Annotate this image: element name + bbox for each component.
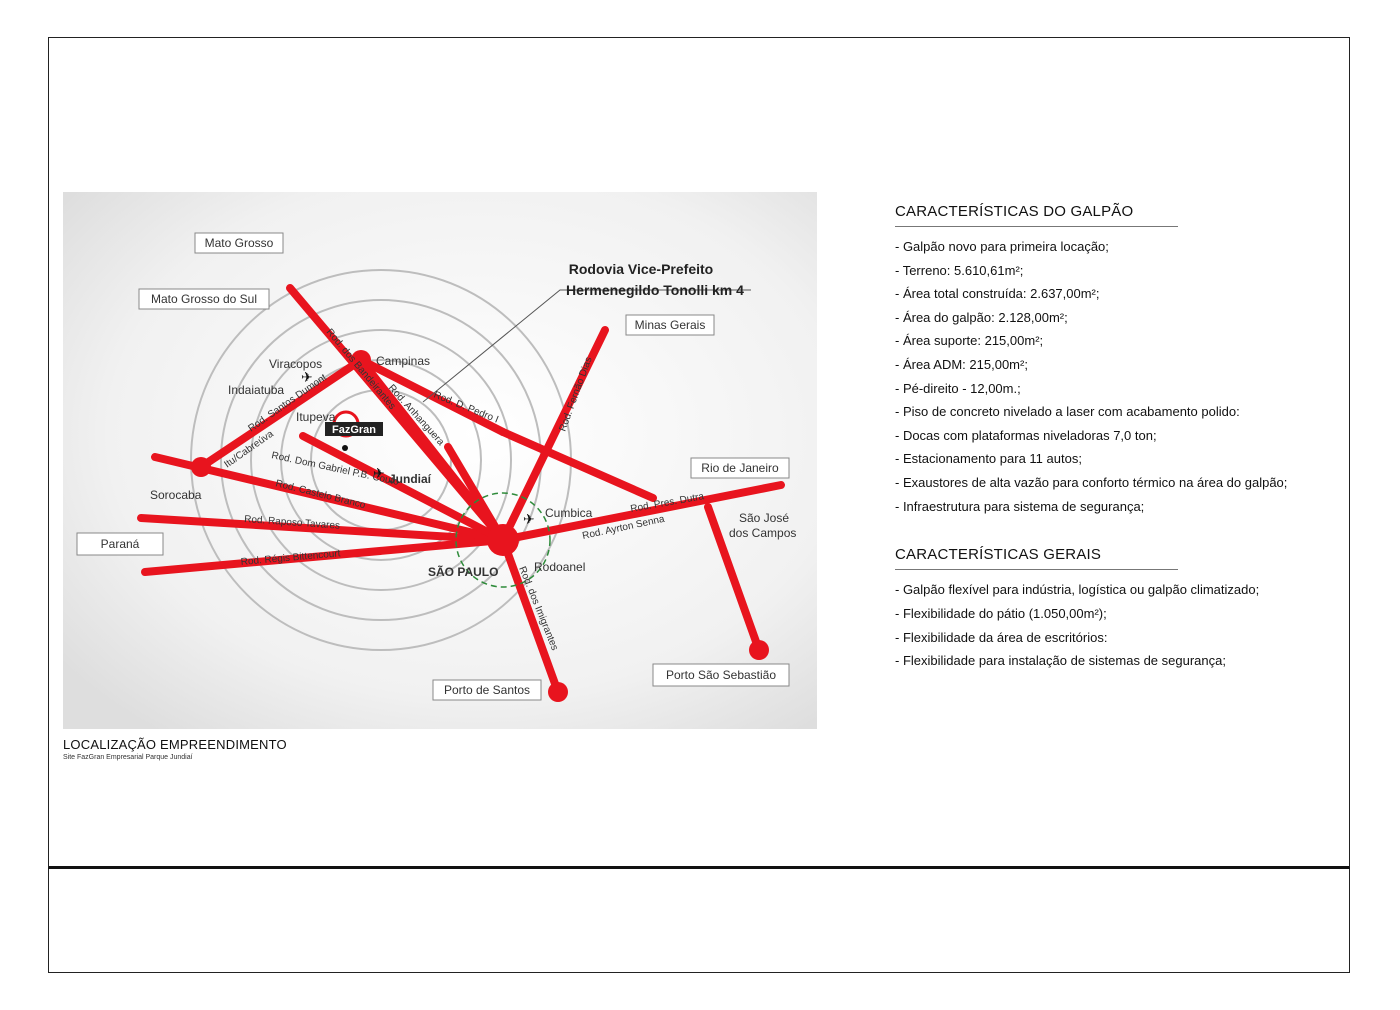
sheet-frame-bottom [48,869,1350,973]
road-dom-gabriel [299,432,507,544]
road-imigrantes [499,536,562,696]
city-campinas: Campinas [376,354,430,368]
city-indaiatuba: Indaiatuba [228,383,284,397]
node-porto-santos [548,682,568,702]
road-d-pedro [357,356,507,436]
city-viracopos: Viracopos [269,357,322,371]
location-map: FazGran Rodovia Vice-Prefeito Hermenegil… [63,192,817,729]
road-regis-bittencourt [141,536,507,576]
road-network [137,284,785,696]
rodoanel-ring [455,492,551,588]
highlight-title: Rodovia Vice-Prefeito [569,261,713,277]
state-boxes: Mato Grosso Mato Grosso do Sul Minas Ger… [76,232,790,701]
airport-cumbica-icon: ✈ [523,512,535,528]
list-item: - Flexibilidade para instalação de siste… [895,653,1226,669]
label-parana: Paraná [101,537,140,551]
node-porto-sao-sebastiao [749,640,769,660]
city-labels: Viracopos Campinas Indaiatuba Itupeva Ju… [150,354,796,579]
list-item: - Área do galpão: 2.128,00m²; [895,309,1068,325]
list-item: - Estacionamento para 11 autos; [895,451,1082,467]
list-item: - Pé-direito - 12,00m.; [895,380,1021,396]
road-campinas-sorocaba [197,356,365,471]
map-caption-subtitle: Site FazGran Empresarial Parque Jundiaí [63,754,193,761]
road-castelo-branco [151,453,507,544]
label-mato-grosso: Mato Grosso [205,236,274,250]
road-connector [444,443,507,544]
map-caption-title: LOCALIZAÇÃO EMPREENDIMENTO [63,737,287,752]
gerais-section: CARACTERÍSTICAS GERAIS - Galpão flexível… [895,546,1259,673]
city-sao-jose-line2: dos Campos [729,526,796,540]
galpao-title: CARACTERÍSTICAS DO GALPÃO [895,203,1178,227]
list-item: - Piso de concreto nivelado a laser com … [895,404,1240,420]
road-d-pedro-east [499,428,657,502]
list-item: - Área suporte: 215,00m²; [895,333,1044,349]
list-item: - Terreno: 5.610,61m²; [895,262,1024,278]
node-campinas [351,350,371,370]
label-porto-santos: Porto de Santos [444,683,530,697]
fazgran-marker: FazGran [325,410,383,451]
city-itupeva: Itupeva [296,410,336,424]
list-item: - Exaustores de alta vazão para conforto… [895,474,1288,490]
highlight-subtitle: Hermenegildo Tonolli km 4 [566,282,744,298]
highlight-leader-line [422,289,751,403]
list-item: - Área total construída: 2.637,00m²; [895,286,1100,302]
list-item: - Infraestrutura para sistema de seguran… [895,498,1145,514]
road-tamoios [704,503,763,654]
label-porto-sao-sebastiao: Porto São Sebastião [666,668,776,682]
road-fernao-dias [499,326,609,544]
label-mato-grosso-do-sul: Mato Grosso do Sul [151,292,257,306]
city-sorocaba: Sorocaba [150,488,202,502]
city-nodes [191,350,769,702]
city-jundiai: Jundiaí [389,472,432,486]
road-raposo-tavares [137,514,507,544]
node-sao-paulo [487,524,519,556]
galpao-section: CARACTERÍSTICAS DO GALPÃO - Galpão novo … [895,203,1287,518]
list-item: - Galpão flexível para indústria, logíst… [895,582,1260,597]
airport-viracopos-icon: ✈ [301,370,313,386]
airport-jundiai-icon: ✈ [373,466,385,482]
city-cumbica: Cumbica [545,506,593,520]
road-anhanguera [357,356,507,544]
label-minas-gerais: Minas Gerais [635,318,706,332]
node-sorocaba [191,457,211,477]
city-sao-paulo: SÃO PAULO [428,564,498,579]
city-sao-jose-line1: São José [739,511,789,525]
gerais-title: CARACTERÍSTICAS GERAIS [895,546,1178,570]
label-rodoanel: Rodoanel [534,560,585,574]
list-item: - Galpão novo para primeira locação; [895,239,1109,254]
galpao-list: - Galpão novo para primeira locação; - T… [895,235,1287,518]
fazgran-logo-text: FazGran [332,424,376,436]
list-item: - Flexibilidade do pátio (1.050,00m²); [895,605,1107,621]
list-item: - Área ADM: 215,00m²; [895,356,1028,372]
list-item: - Docas com plataformas niveladoras 7,0 … [895,427,1157,443]
sheet-frame-top [48,37,1350,869]
list-item: - Flexibilidade da área de escritórios: [895,629,1108,645]
label-rio-de-janeiro: Rio de Janeiro [701,461,779,475]
gerais-list: - Galpão flexível para indústria, logíst… [895,578,1259,673]
